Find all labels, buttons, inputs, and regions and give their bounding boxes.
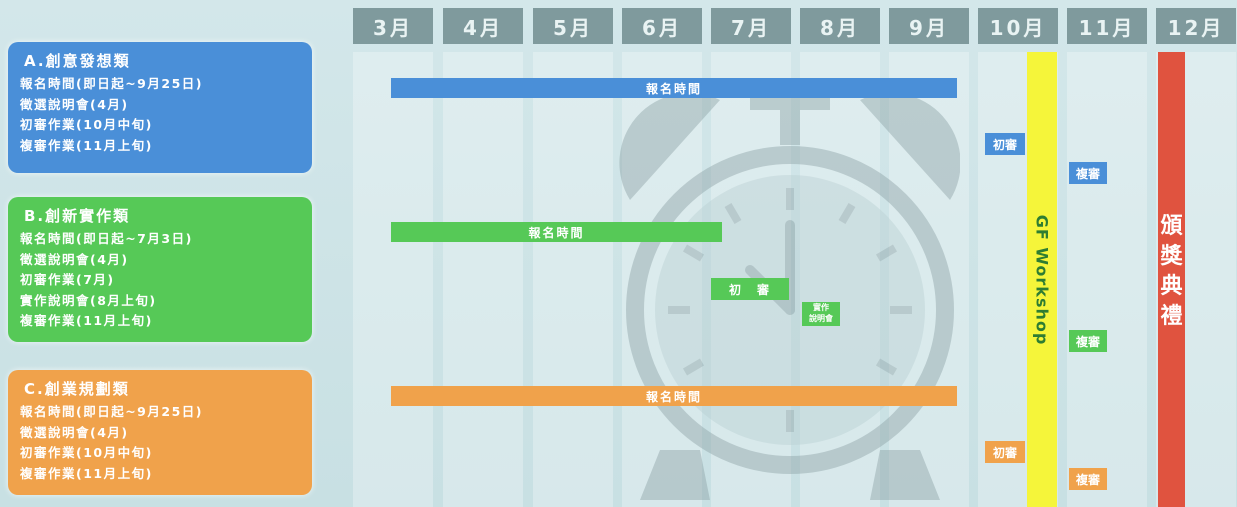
month-column — [622, 52, 702, 507]
category-line: 複審作業(11月上旬) — [20, 137, 153, 153]
category-card-a: A.創意發想類 報名時間(即日起~9月25日) 徵選說明會(4月) 初審作業(1… — [8, 42, 312, 173]
category-line: 初審作業(10月中旬) — [20, 117, 153, 132]
month-column — [443, 52, 523, 507]
a-initial-review-tag: 初審 — [985, 133, 1025, 155]
month-column — [889, 52, 969, 507]
a-registration-bar: 報名時間 — [391, 78, 957, 98]
a-final-review-tag: 複審 — [1069, 162, 1107, 184]
award-char: 禮 — [1160, 304, 1183, 329]
b-final-review-tag: 複審 — [1069, 330, 1107, 352]
month-header-9: 9月 — [889, 8, 969, 44]
award-char: 典 — [1160, 274, 1183, 299]
category-line: 徵選說明會(4月) — [20, 96, 129, 112]
category-title: B.創新實作類 — [24, 207, 131, 225]
category-line: 徵選說明會(4月) — [20, 251, 129, 267]
c-final-review-tag: 複審 — [1069, 468, 1107, 490]
gf-workshop-strip: GF Workshop — [1027, 52, 1057, 507]
month-column — [1067, 52, 1147, 507]
award-char: 頒 — [1160, 214, 1183, 239]
month-column — [533, 52, 613, 507]
category-line: 初審作業(10月中旬) — [20, 445, 153, 460]
category-line: 實作說明會(8月上旬) — [20, 292, 157, 308]
award-ceremony-label: 頒 獎 典 禮 — [1158, 212, 1185, 332]
award-ceremony-strip: 頒 獎 典 禮 — [1158, 52, 1185, 507]
category-title: C.創業規劃類 — [24, 380, 130, 398]
category-line: 複審作業(11月上旬) — [20, 465, 153, 481]
month-header-10: 10月 — [978, 8, 1058, 44]
alarm-clock-icon — [619, 90, 960, 500]
month-column — [353, 52, 433, 507]
b-registration-bar: 報名時間 — [391, 222, 722, 242]
month-column — [800, 52, 880, 507]
month-header-4: 4月 — [443, 8, 523, 44]
category-line: 徵選說明會(4月) — [20, 424, 129, 440]
month-header-8: 8月 — [800, 8, 880, 44]
category-card-c: C.創業規劃類 報名時間(即日起~9月25日) 徵選說明會(4月) 初審作業(1… — [8, 370, 312, 495]
b-initial-review-bar: 初 審 — [711, 278, 789, 300]
b-workshop-line2: 說明會 — [809, 314, 833, 323]
category-line: 初審作業(7月) — [20, 272, 115, 287]
month-header-5: 5月 — [533, 8, 613, 44]
c-initial-review-tag: 初審 — [985, 441, 1025, 463]
category-line: 報名時間(即日起~7月3日) — [20, 231, 193, 246]
month-header-12: 12月 — [1156, 8, 1236, 44]
category-line: 複審作業(11月上旬) — [20, 313, 153, 328]
month-header-3: 3月 — [353, 8, 433, 44]
c-registration-bar: 報名時間 — [391, 386, 957, 406]
category-card-b: B.創新實作類 報名時間(即日起~7月3日) 徵選說明會(4月) 初審作業(7月… — [8, 197, 312, 342]
gf-workshop-label: GF Workshop — [1032, 214, 1052, 345]
month-header-6: 6月 — [622, 8, 702, 44]
month-header-11: 11月 — [1067, 8, 1147, 44]
b-workshop-tag: 實作 說明會 — [802, 302, 840, 326]
award-char: 獎 — [1160, 244, 1183, 269]
category-title: A.創意發想類 — [24, 52, 131, 70]
month-header-7: 7月 — [711, 8, 791, 44]
b-workshop-line1: 實作 — [813, 303, 829, 312]
category-line: 報名時間(即日起~9月25日) — [20, 76, 203, 91]
category-line: 報名時間(即日起~9月25日) — [20, 404, 203, 419]
